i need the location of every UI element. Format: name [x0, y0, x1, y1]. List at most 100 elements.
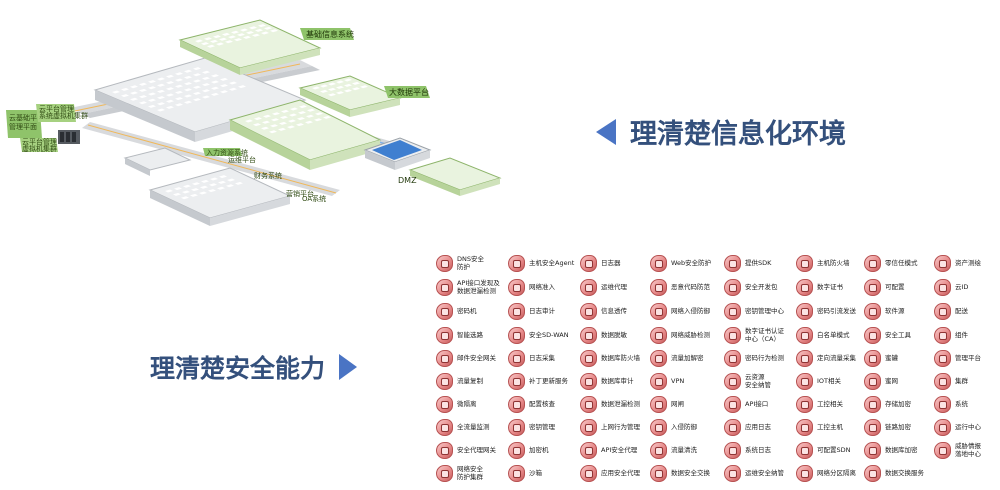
- rack-tile: [130, 91, 138, 95]
- capability-item: 应用安全代理: [580, 462, 650, 484]
- capability-item: 上网行为管理: [580, 416, 650, 438]
- heading-security-capability: 理清楚安全能力: [150, 349, 358, 385]
- rack-tile: [243, 35, 251, 39]
- capability-item: 恶意代码防范: [650, 276, 720, 298]
- rack-tile: [336, 80, 344, 84]
- capability-label: 恶意代码防范: [671, 283, 710, 291]
- capability-item: 流量加解密: [650, 347, 720, 369]
- rack-tile: [139, 95, 147, 99]
- rack-tile: [281, 109, 289, 113]
- map-label-cloud-vm-cluster: 云平台管理系统虚拟机集群: [39, 104, 88, 120]
- rack-tile: [175, 72, 183, 76]
- capability-label: 补丁更新服务: [529, 377, 568, 385]
- capability-item: 安全代理网关: [436, 439, 506, 461]
- map-label-finance: 财务系统: [254, 171, 282, 180]
- rack-tile: [157, 89, 165, 93]
- capability-icon: [580, 395, 597, 413]
- capability-icon: [724, 418, 741, 436]
- rack-tile: [320, 84, 328, 88]
- capability-icon: [580, 418, 597, 436]
- capability-item: 数据库审计: [580, 370, 650, 392]
- rack-tile: [175, 97, 183, 101]
- rack-tile: [360, 85, 368, 89]
- capability-icon: [724, 254, 741, 272]
- capability-icon: [436, 254, 453, 272]
- capability-icon: [864, 278, 881, 296]
- isometric-environment-map: 基础信息系统 大数据平台 云基础平台管理平面 云平台管理系统虚拟机集群: [0, 0, 520, 240]
- capability-icon: [934, 441, 951, 459]
- capability-item: 主机安全Agent: [508, 252, 578, 274]
- capability-label: 密码机: [457, 307, 477, 315]
- capability-icon: [650, 464, 667, 482]
- capability-label: 密钥管理中心: [745, 307, 784, 315]
- capability-icon: [796, 418, 813, 436]
- rack-tile: [252, 33, 260, 37]
- capability-item: 数据交换服务: [864, 462, 934, 484]
- capability-item: 数据库防火墙: [580, 347, 650, 369]
- capability-item: 密钥管理中心: [724, 300, 794, 322]
- capability-icon: [580, 302, 597, 320]
- rack-tile: [184, 69, 192, 73]
- rack-tile: [199, 191, 207, 195]
- capability-label: 云ID: [955, 283, 969, 291]
- capability-label: 入侵防御: [671, 423, 697, 431]
- capability-icon: [864, 302, 881, 320]
- capability-item: 全流量监测: [436, 416, 506, 438]
- capability-label: 配置核查: [529, 400, 555, 408]
- rack-tile: [210, 39, 218, 43]
- capability-icon: [436, 278, 453, 296]
- capability-label: 主机防火墙: [817, 259, 850, 267]
- capability-item: 沙箱: [508, 462, 578, 484]
- dmz-zone: [363, 137, 432, 170]
- capability-label: 可配置: [885, 283, 905, 291]
- capability-item: 数字证书认证 中心（CA）: [724, 324, 794, 346]
- capability-icon: [796, 395, 813, 413]
- label-plate-cloud-mgmt: 云基础平台管理平面: [6, 110, 44, 138]
- capability-icon: [724, 326, 741, 344]
- rack-tile: [202, 76, 210, 80]
- heading-information-environment: 理清楚信息化环境: [596, 112, 846, 151]
- rack-tile: [148, 86, 156, 90]
- capability-icon: [724, 441, 741, 459]
- gray-zone-bottom: [123, 147, 292, 226]
- rack-tile: [269, 130, 277, 134]
- capability-item: 微隔离: [436, 393, 506, 415]
- capability-item: IOT相关: [796, 370, 866, 392]
- capability-icon: [864, 464, 881, 482]
- capability-label: 资产测绘: [955, 259, 981, 267]
- rack-tile: [238, 85, 246, 89]
- capability-label: 沙箱: [529, 469, 542, 477]
- rack-tile: [225, 40, 233, 44]
- capability-icon: [508, 441, 525, 459]
- rack-tile: [148, 80, 156, 84]
- rack-tile: [174, 187, 182, 191]
- rack-tile: [272, 112, 280, 116]
- capability-item: 日志采集: [508, 347, 578, 369]
- rack-tile: [190, 193, 198, 197]
- rack-tile: [166, 74, 174, 78]
- capability-icon: [436, 441, 453, 459]
- capability-icon: [436, 418, 453, 436]
- rack-tile: [240, 28, 248, 32]
- capability-item: 加密机: [508, 439, 578, 461]
- capability-label: 数字证书: [817, 283, 843, 291]
- rack-tile: [210, 177, 218, 181]
- rack-tile: [201, 179, 209, 183]
- rack-tile: [246, 31, 254, 35]
- capability-item: 信息透传: [580, 300, 650, 322]
- capability-item: 配置核查: [508, 393, 578, 415]
- capability-icon: [580, 326, 597, 344]
- capability-label: 蜜罐: [885, 354, 898, 362]
- map-label-ops: 运维平台: [228, 155, 256, 164]
- capability-item: 可配置SDN: [796, 439, 866, 461]
- capability-icon: [934, 372, 951, 390]
- capability-item: 邮件安全网关: [436, 347, 506, 369]
- rack-tile: [193, 73, 201, 77]
- capability-item: 网络安全 防护集群: [436, 462, 506, 484]
- capability-label: 安全工具: [885, 331, 911, 339]
- rack-tile: [204, 37, 212, 41]
- capability-icon: [436, 395, 453, 413]
- capability-icon: [580, 254, 597, 272]
- capability-icon: [796, 372, 813, 390]
